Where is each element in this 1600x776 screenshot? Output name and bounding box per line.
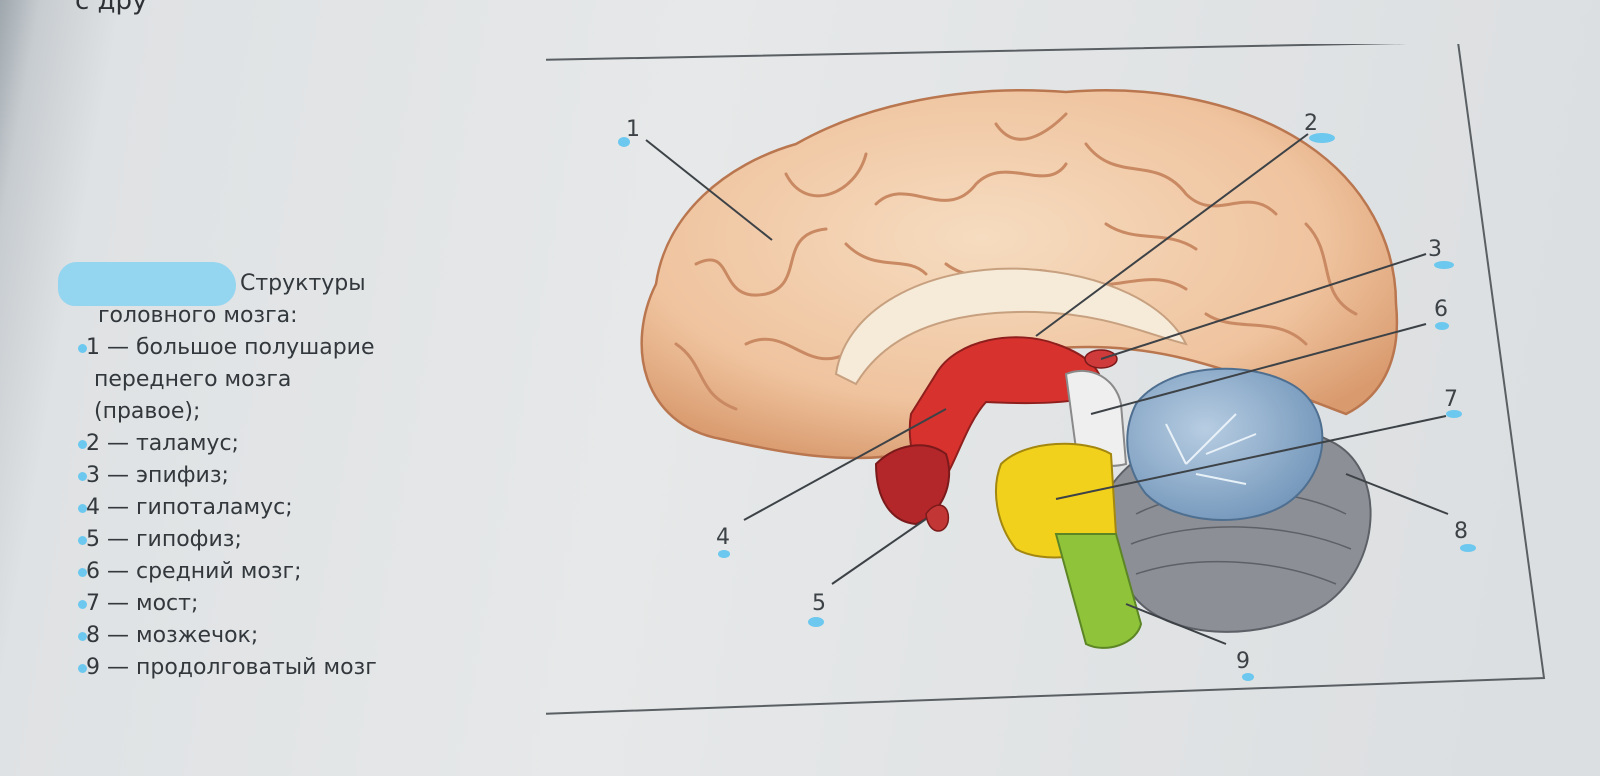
brain-figure: 1 2 3 6 7 8 4 5 9 bbox=[546, 44, 1546, 715]
caption-item-1-cont2: (правое); bbox=[94, 399, 201, 424]
svg-text:6: 6 bbox=[1434, 297, 1448, 322]
caption-title-line: Структуры bbox=[50, 262, 490, 306]
label-7: 7 bbox=[1444, 387, 1462, 418]
caption-item-4: 4 — гипоталамус; bbox=[50, 492, 490, 524]
figure-caption: Структуры головного мозга: 1 — большое п… bbox=[50, 262, 490, 684]
label-4: 4 bbox=[716, 525, 730, 558]
caption-item-text: 4 — гипоталамус; bbox=[86, 495, 293, 520]
label-3: 3 bbox=[1428, 237, 1454, 269]
caption-item-5: 5 — гипофиз; bbox=[50, 524, 490, 556]
pituitary bbox=[925, 504, 950, 532]
cerebellum bbox=[1126, 367, 1324, 521]
svg-text:9: 9 bbox=[1236, 649, 1250, 674]
marker-dot bbox=[78, 664, 87, 673]
svg-text:2: 2 bbox=[1304, 111, 1318, 136]
caption-item-text: 6 — средний мозг; bbox=[86, 559, 302, 584]
marker-dot bbox=[78, 344, 87, 353]
label-2: 2 bbox=[1304, 111, 1335, 143]
caption-item-8: 8 — мозжечок; bbox=[50, 620, 490, 652]
caption-item-text: 9 — продолговатый мозг bbox=[86, 655, 377, 680]
caption-item-text: 1 — большое полушарие bbox=[86, 335, 375, 360]
corpus-callosum bbox=[834, 267, 1188, 386]
caption-title: Структуры bbox=[240, 271, 366, 296]
medulla bbox=[1054, 533, 1143, 649]
caption-item-2: 2 — таламус; bbox=[50, 428, 490, 460]
caption-item-7: 7 — мост; bbox=[50, 588, 490, 620]
caption-item-3: 3 — эпифиз; bbox=[50, 460, 490, 492]
svg-text:1: 1 bbox=[626, 117, 640, 142]
caption-item-text: 5 — гипофиз; bbox=[86, 527, 242, 552]
page-top-text: с дру bbox=[75, 0, 148, 16]
marker-dot bbox=[78, 632, 87, 641]
arbor-vitae bbox=[1165, 413, 1257, 485]
caption-item-6: 6 — средний мозг; bbox=[50, 556, 490, 588]
marker-dot bbox=[78, 504, 87, 513]
caption-item-text: 2 — таламус; bbox=[86, 431, 239, 456]
svg-text:7: 7 bbox=[1444, 387, 1458, 412]
caption-item-1-cont: переднего мозга bbox=[94, 367, 292, 392]
figure-frame bbox=[546, 44, 1546, 715]
caption-item-9: 9 — продолговатый мозг bbox=[50, 652, 490, 684]
caption-item-text: 3 — эпифиз; bbox=[86, 463, 229, 488]
label-6: 6 bbox=[1434, 297, 1449, 330]
marker-dot bbox=[78, 536, 87, 545]
label-5: 5 bbox=[808, 591, 826, 627]
caption-item-text: 8 — мозжечок; bbox=[86, 623, 259, 648]
hypothalamus bbox=[874, 444, 951, 526]
caption-item-text: 7 — мост; bbox=[86, 591, 199, 616]
marker-dot bbox=[78, 440, 87, 449]
leader-lines bbox=[645, 133, 1449, 645]
caption-item-1: 1 — большое полушарие bbox=[50, 332, 490, 364]
svg-text:8: 8 bbox=[1454, 519, 1468, 544]
svg-text:4: 4 bbox=[716, 525, 730, 550]
marker-dot bbox=[78, 472, 87, 481]
marker-dot bbox=[78, 600, 87, 609]
highlight-blob bbox=[58, 262, 236, 306]
caption-subtitle: головного мозга: bbox=[98, 303, 298, 328]
label-8: 8 bbox=[1454, 519, 1476, 552]
svg-text:5: 5 bbox=[812, 591, 826, 616]
svg-text:3: 3 bbox=[1428, 237, 1442, 262]
marker-dot bbox=[78, 568, 87, 577]
label-9: 9 bbox=[1236, 649, 1254, 681]
label-1: 1 bbox=[618, 117, 640, 147]
